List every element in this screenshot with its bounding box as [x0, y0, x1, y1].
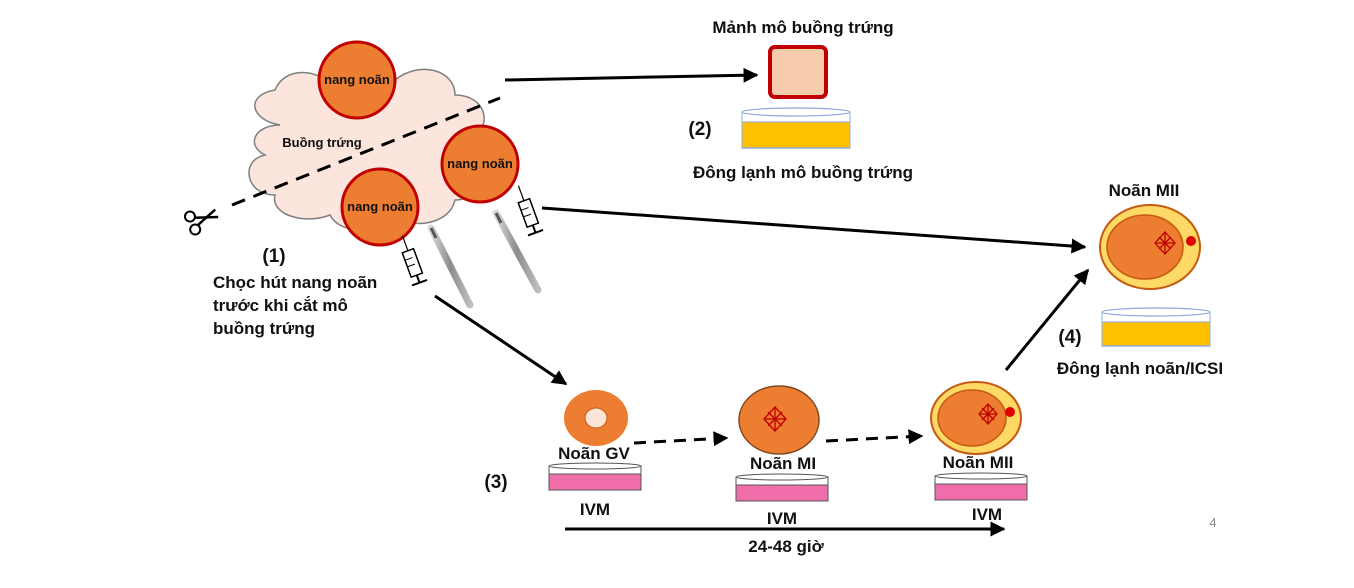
arrow-mi-to-mii: [825, 429, 924, 445]
petri-dish-icon: [934, 472, 1028, 501]
follicle-top-label: nang noãn: [324, 72, 390, 87]
ivm-label-1: IVM: [580, 500, 610, 519]
petri-dish-icon: [741, 107, 851, 149]
oocyte-mi-label: Noãn MI: [750, 454, 816, 473]
ovary-tissue-square: [768, 45, 828, 99]
ivm-label-2: IVM: [767, 509, 797, 528]
ovary-fragment-title: Mảnh mô buồng trứng: [712, 18, 893, 37]
ivm-label-3: IVM: [972, 505, 1002, 524]
follicle-top: [317, 40, 397, 120]
spindle-icon: [978, 403, 998, 425]
oocyte-mi: [738, 385, 820, 455]
syringe-icon: [401, 235, 428, 287]
step1-line3: buồng trứng: [213, 319, 315, 338]
petri-dish-icon: [548, 462, 642, 491]
step1-line1: Chọc hút nang noãn: [213, 273, 377, 292]
step2-text: Đông lạnh mô buồng trứng: [693, 163, 913, 182]
step3-number: (3): [484, 472, 507, 493]
step1-number: (1): [262, 246, 285, 267]
follicle-bottom-label: nang noãn: [347, 199, 413, 214]
follicle-right-label: nang noãn: [447, 156, 513, 171]
cut-line: [231, 96, 501, 207]
duration-label: 24-48 giờ: [748, 537, 824, 556]
step1-line2: trước khi cắt mô: [213, 296, 348, 315]
oocyte-gv: [564, 390, 628, 446]
oocyte-gv-label: Noãn GV: [558, 444, 630, 463]
oocyte-mii-bottom: [930, 381, 1022, 455]
oocyte-mii-top-label: Noãn MII: [1109, 181, 1180, 200]
oocyte-mii-bottom-label: Noãn MII: [943, 453, 1014, 472]
step4-number: (4): [1058, 327, 1081, 348]
step4-text: Đông lạnh noãn/ICSI: [1057, 359, 1223, 378]
petri-dish-icon: [735, 473, 829, 502]
scalpel-icon: [492, 209, 542, 294]
page-number: 4: [1209, 515, 1216, 530]
spindle-icon: [1154, 231, 1176, 255]
petri-dish-icon: [1101, 307, 1211, 347]
arrow-to-tissue: [504, 67, 759, 83]
syringe-icon: [517, 185, 544, 237]
follicle-bottom: [340, 167, 420, 247]
arrow-to-gv: [434, 294, 568, 386]
arrow-mii-up: [1004, 268, 1090, 371]
arrow-to-mii: [541, 206, 1087, 254]
step2-number: (2): [688, 119, 711, 140]
scissors-icon: [183, 208, 219, 236]
ovary-label: Buồng trứng: [282, 135, 362, 150]
arrow-gv-to-mi: [633, 431, 729, 447]
oocyte-mii-top: [1099, 204, 1201, 290]
follicle-right: [440, 124, 520, 204]
spindle-icon: [763, 406, 787, 432]
scalpel-icon: [427, 224, 474, 309]
